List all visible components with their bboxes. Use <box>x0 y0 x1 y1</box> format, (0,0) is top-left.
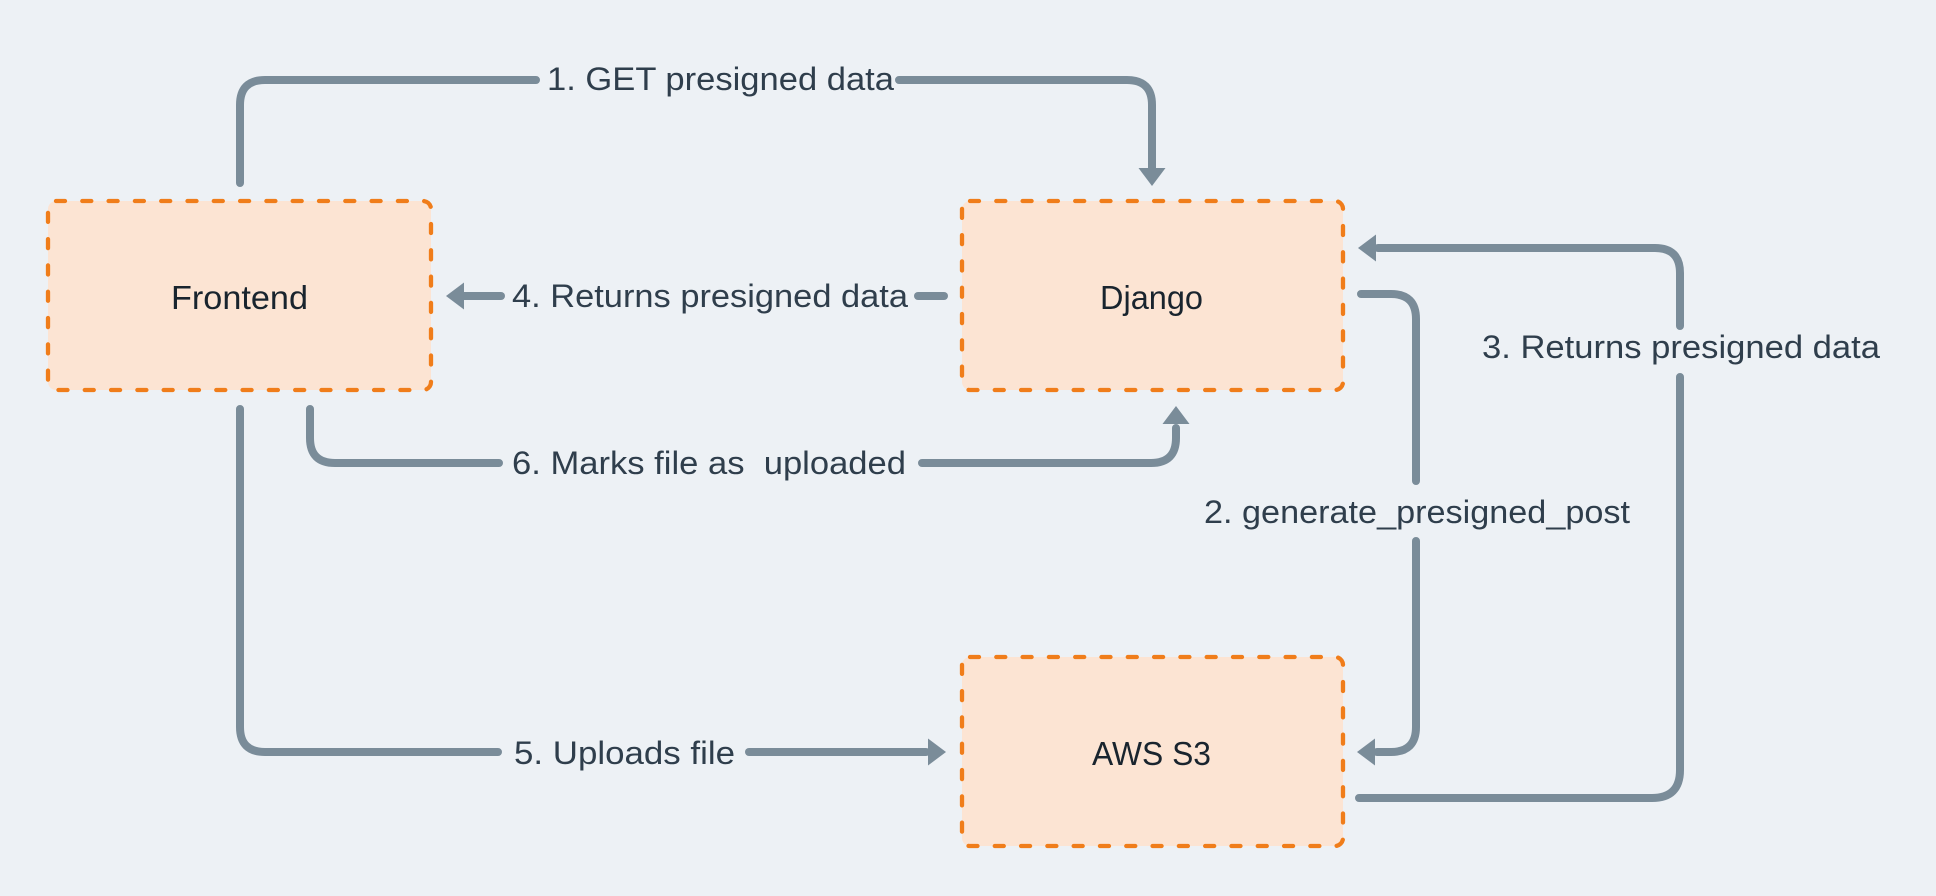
svg-text:4. Returns presigned data: 4. Returns presigned data <box>512 278 908 314</box>
svg-text:Frontend: Frontend <box>171 279 308 316</box>
svg-text:AWS S3: AWS S3 <box>1092 735 1211 772</box>
svg-text:3. Returns presigned data: 3. Returns presigned data <box>1482 329 1880 365</box>
svg-text:6. Marks file as uploaded: 6. Marks file as uploaded <box>512 445 906 481</box>
svg-text:Django: Django <box>1100 279 1203 316</box>
svg-text:1. GET presigned data: 1. GET presigned data <box>547 61 894 97</box>
svg-text:5. Uploads file: 5. Uploads file <box>514 735 735 771</box>
svg-text:2. generate_presigned_post: 2. generate_presigned_post <box>1204 494 1630 530</box>
